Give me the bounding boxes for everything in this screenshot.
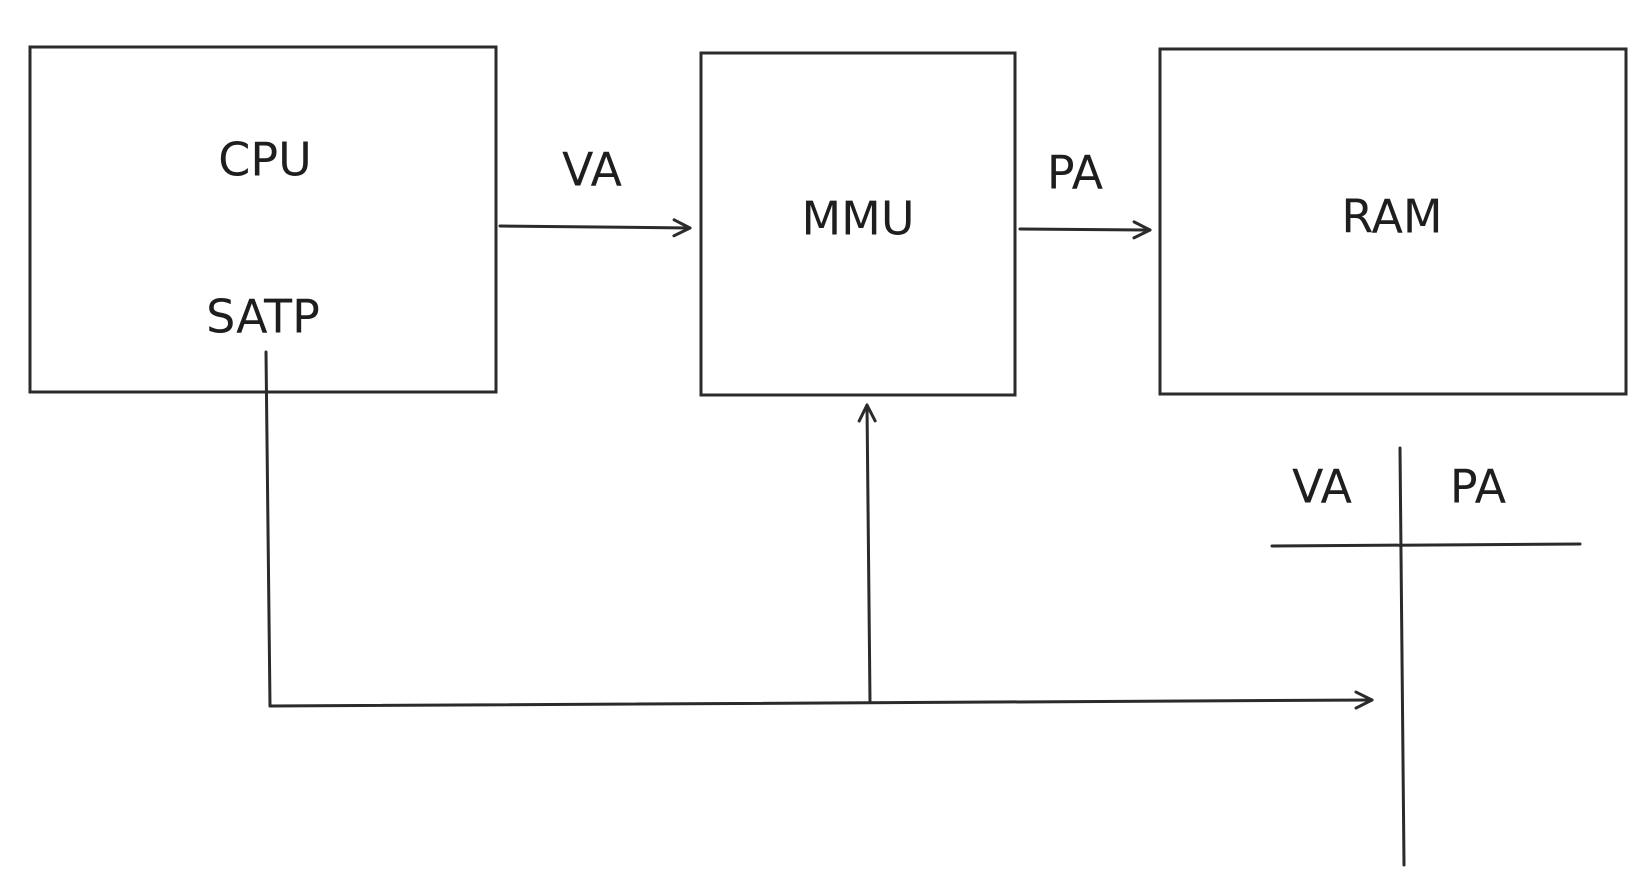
page-table-vertical-divider [1398,446,1406,867]
mmu-label: MMU [801,192,914,246]
pa-edge: PA [1018,146,1152,240]
mmu-block: MMU [699,51,1017,397]
va-edge-label: VA [562,143,623,197]
ram-box [1158,47,1628,396]
ram-label: RAM [1341,190,1442,244]
cpu-label: CPU [218,133,312,187]
satp-to-page-table-arrow [268,690,1374,710]
va-arrow [498,218,692,238]
cpu-box [28,45,498,394]
satp-connection [264,350,1374,710]
page-table: VA PA [1270,446,1582,867]
pa-arrow [1018,220,1152,240]
satp-to-mmu-arrow [857,403,877,704]
page-table-pa-header: PA [1450,460,1507,514]
va-edge: VA [498,143,692,238]
mmu-box [699,51,1017,397]
pa-edge-label: PA [1047,146,1104,200]
page-table-va-header: VA [1292,460,1353,514]
ram-block: RAM [1158,47,1628,396]
satp-down-line [264,350,272,708]
satp-register-label: SATP [206,290,320,344]
cpu-block: CPU SATP [28,45,498,394]
page-table-header-rule [1270,542,1582,548]
